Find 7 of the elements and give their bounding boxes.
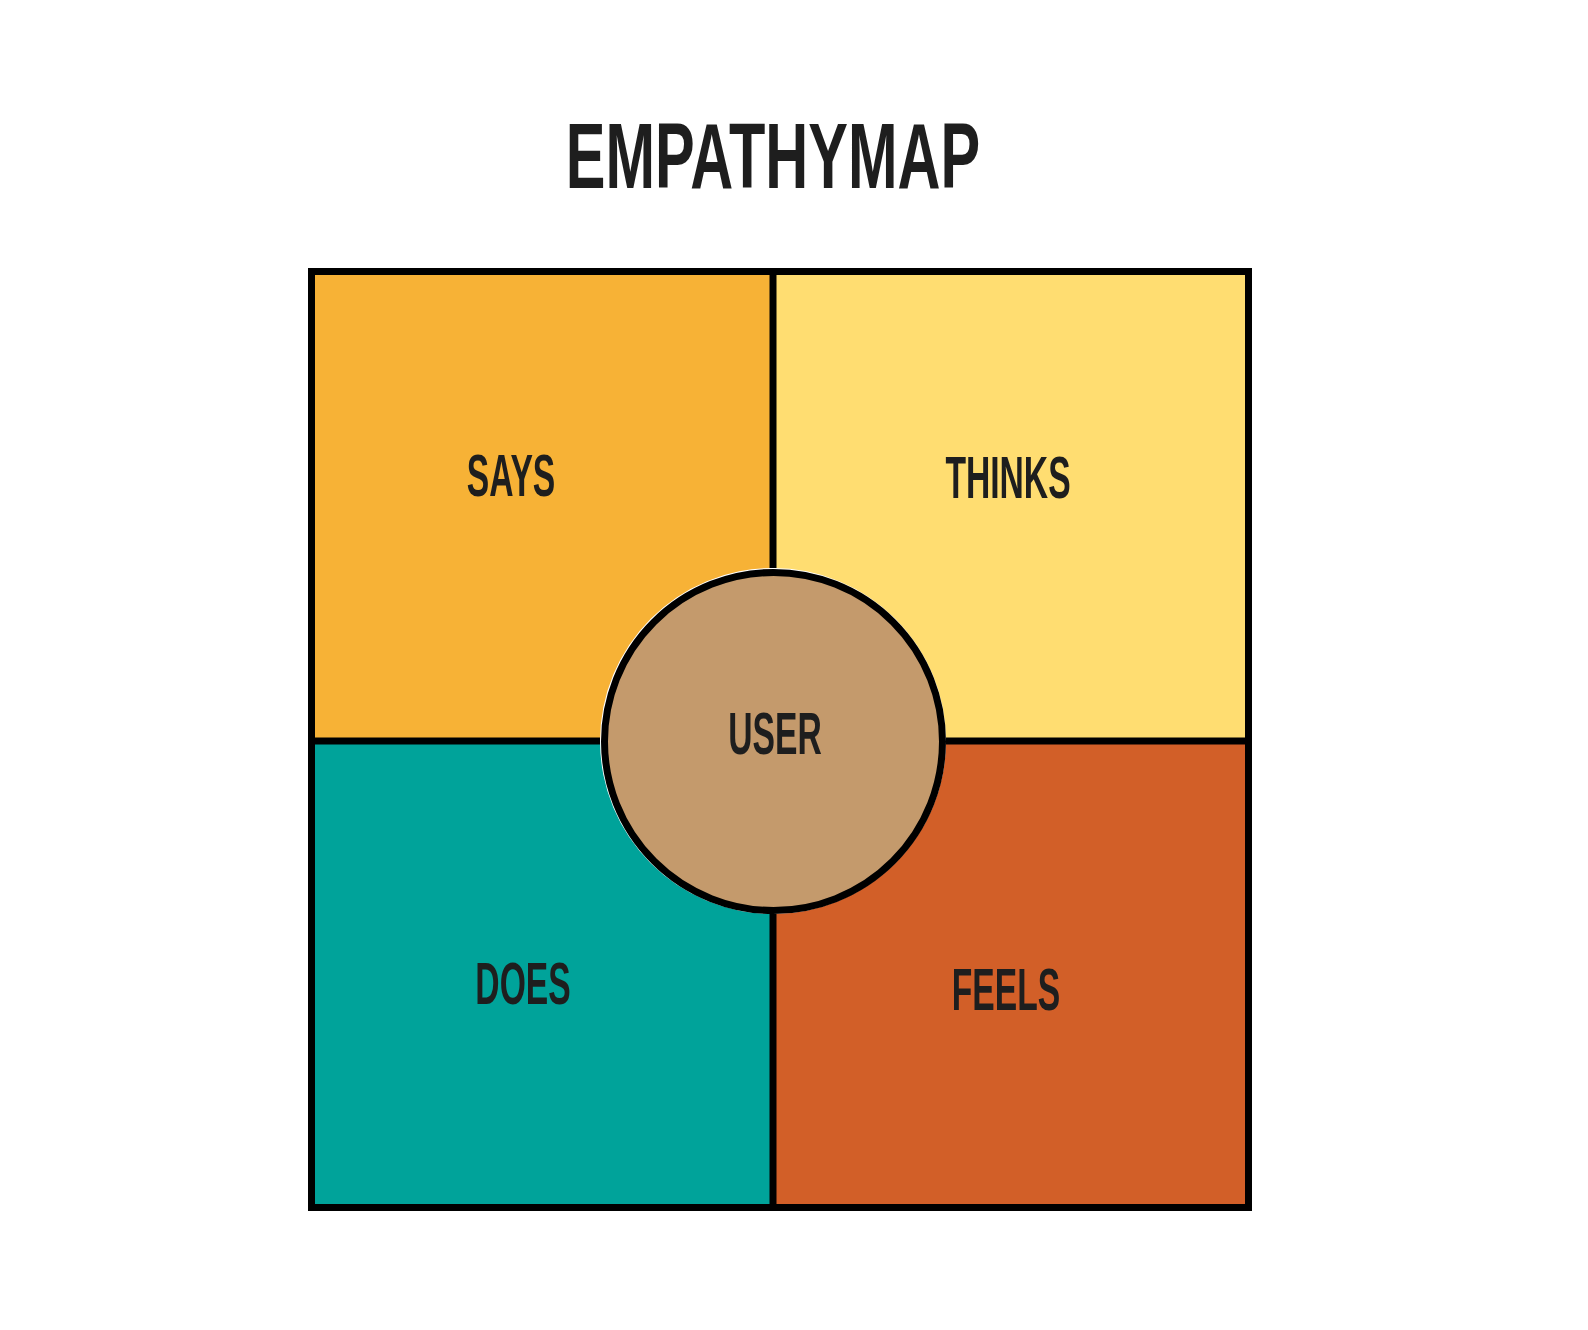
diagram-title: EMPATHYMAP: [565, 109, 981, 203]
circle-label: USER: [728, 704, 822, 764]
quadrant-label: SAYS: [466, 446, 556, 506]
quadrant-label: FEELS: [951, 960, 1061, 1020]
quadrant-label: THINKS: [945, 448, 1071, 508]
quadrant-label: DOES: [475, 954, 571, 1014]
user-circle: [600, 568, 946, 914]
